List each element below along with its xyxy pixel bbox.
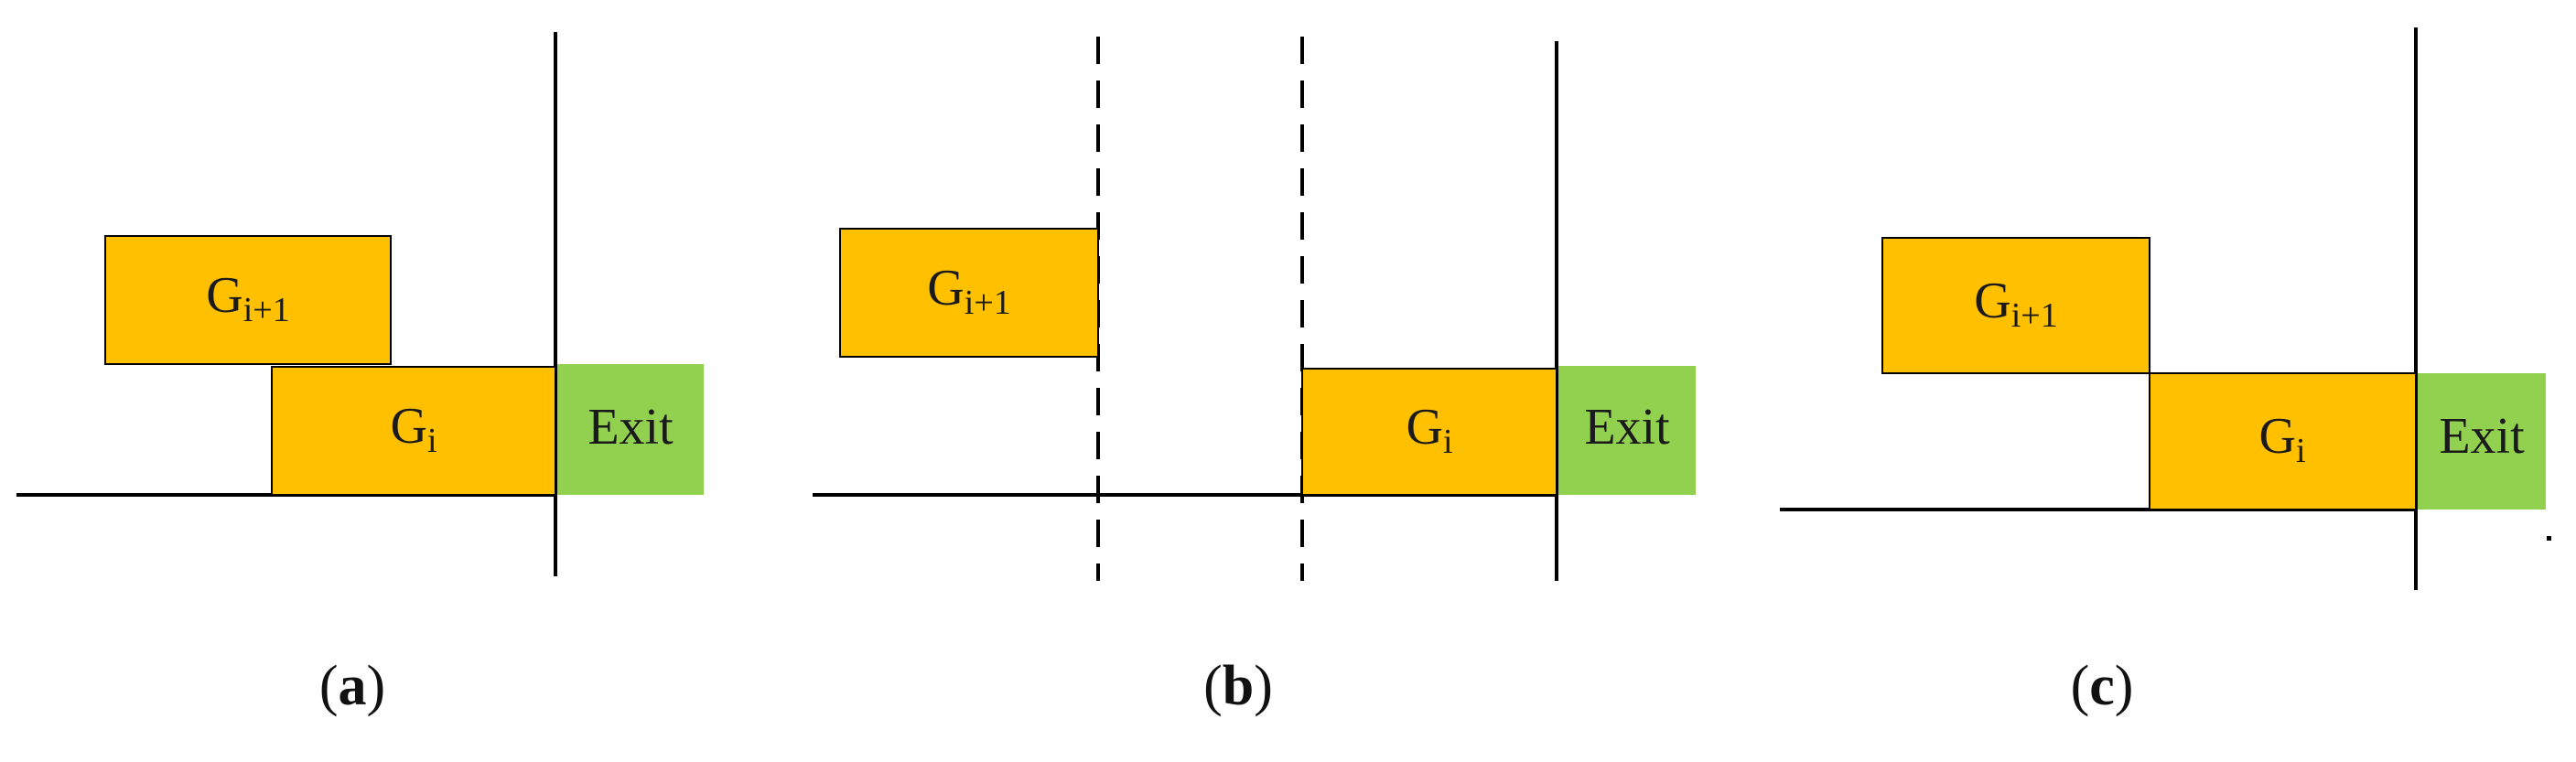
panel-b-exit-label: Exit <box>1584 399 1670 456</box>
panel-c-block-gi1 <box>1881 237 2150 374</box>
panel-a-exit <box>557 364 704 495</box>
panel-b-exit <box>1558 366 1696 495</box>
panel-c-caption: (c) <box>2071 655 2134 717</box>
panel-c-block-gi <box>2149 372 2417 510</box>
panel-c-exit-label: Exit <box>2439 408 2525 465</box>
panel-c-exit <box>2418 373 2546 510</box>
panel-a-caption: (a) <box>319 655 385 717</box>
panel-b-block-gi <box>1301 368 1557 496</box>
panel-a-exit-label: Exit <box>587 399 674 456</box>
panel-a-block-gi1 <box>104 235 392 365</box>
panel-a: Gi+1 Gi Exit (a) <box>16 32 704 717</box>
panel-a-block-gi <box>271 366 556 496</box>
panel-b-caption: (b) <box>1203 655 1273 717</box>
panel-c-dot <box>2547 536 2551 541</box>
panel-b: Gi+1 Gi Exit (b) <box>813 37 1696 717</box>
panel-b-block-gi1 <box>839 228 1099 358</box>
panel-c: Gi+1 Gi Exit (c) <box>1780 27 2551 717</box>
